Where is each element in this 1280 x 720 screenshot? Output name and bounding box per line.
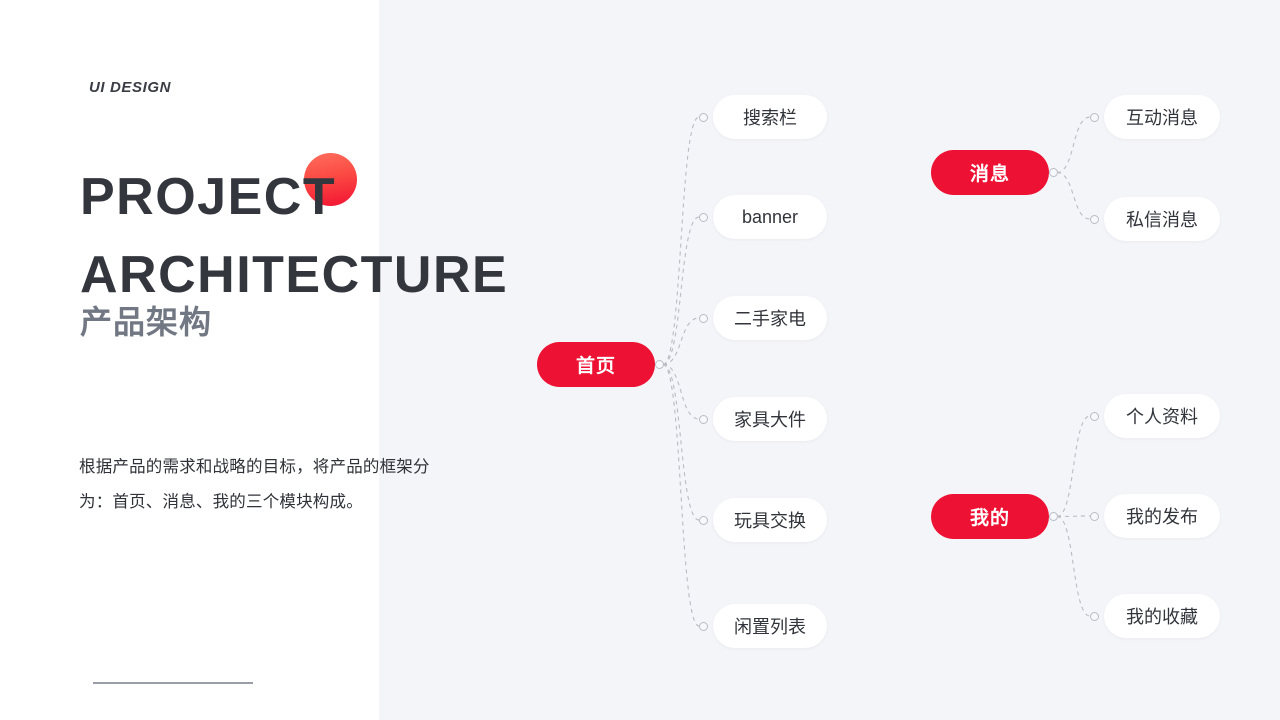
node-label: 首页 [575,356,616,377]
connector-dot [1089,214,1099,224]
eyebrow-label: UI DESIGN [89,79,172,96]
mindmap-leaf-node-1-6[interactable]: 闲置列表 [713,604,827,648]
connector-dot [698,621,708,631]
node-label: 搜索栏 [743,108,797,128]
connector-line [662,363,700,521]
connector-line [662,116,700,366]
connector-dot [1089,511,1099,521]
mindmap-leaf-node-3-2[interactable]: 我的发布 [1104,494,1220,538]
mindmap-root-node-2[interactable]: 消息 [931,150,1049,195]
mindmap-leaf-node-3-3[interactable]: 我的收藏 [1104,594,1220,638]
node-label: 我的 [969,508,1010,529]
node-label: 玩具交换 [734,511,806,531]
node-label: 我的发布 [1126,507,1198,527]
connector-dot [1089,411,1099,421]
page-subtitle: 产品架构 [80,304,213,340]
connector-dot [698,112,708,122]
connector-line [1056,171,1091,220]
mindmap-leaf-node-1-3[interactable]: 二手家电 [713,296,827,340]
connector-dot [698,515,708,525]
connector-dot [698,414,708,424]
node-label: 二手家电 [734,309,806,329]
mindmap-leaf-node-3-1[interactable]: 个人资料 [1104,394,1220,438]
connector-hub-dot [1048,168,1058,177]
description-paragraph: 根据产品的需求和战略的目标，将产品的框架分为：首页、消息、我的三个模块构成。 [79,458,430,511]
connector-dot [1089,112,1099,122]
node-label: banner [741,206,799,227]
mindmap-leaf-node-2-1[interactable]: 互动消息 [1104,95,1220,139]
title-panel-background [0,0,379,720]
node-label: 个人资料 [1126,407,1198,427]
mindmap-leaf-node-1-2[interactable]: banner [713,195,827,239]
divider-rule [93,682,253,684]
connector-line [662,363,700,420]
node-label: 闲置列表 [734,617,806,637]
decorative-circle-icon [304,153,357,206]
mindmap-leaf-node-2-2[interactable]: 私信消息 [1104,197,1220,241]
node-label: 家具大件 [734,410,806,430]
mindmap-leaf-node-1-5[interactable]: 玩具交换 [713,498,827,542]
connector-dot [698,212,708,222]
mindmap-leaf-node-1-4[interactable]: 家具大件 [713,397,827,441]
connector-dot [1089,611,1099,621]
node-label: 互动消息 [1126,108,1198,128]
connector-line [662,317,700,366]
connector-line [1056,515,1091,518]
mindmap-root-node-1[interactable]: 首页 [537,342,655,387]
connector-line [662,363,700,627]
connector-hub-dot [1048,512,1058,521]
mindmap-leaf-node-1-1[interactable]: 搜索栏 [713,95,827,139]
connector-line [1056,116,1091,174]
mindmap-root-node-3[interactable]: 我的 [931,494,1049,539]
node-label: 消息 [969,164,1010,185]
node-label: 我的收藏 [1126,607,1198,627]
connector-dot [698,313,708,323]
connector-line [1056,415,1091,518]
connector-hub-dot [654,360,664,369]
connector-line [662,216,700,366]
connector-line [1056,515,1091,617]
node-label: 私信消息 [1126,210,1198,230]
